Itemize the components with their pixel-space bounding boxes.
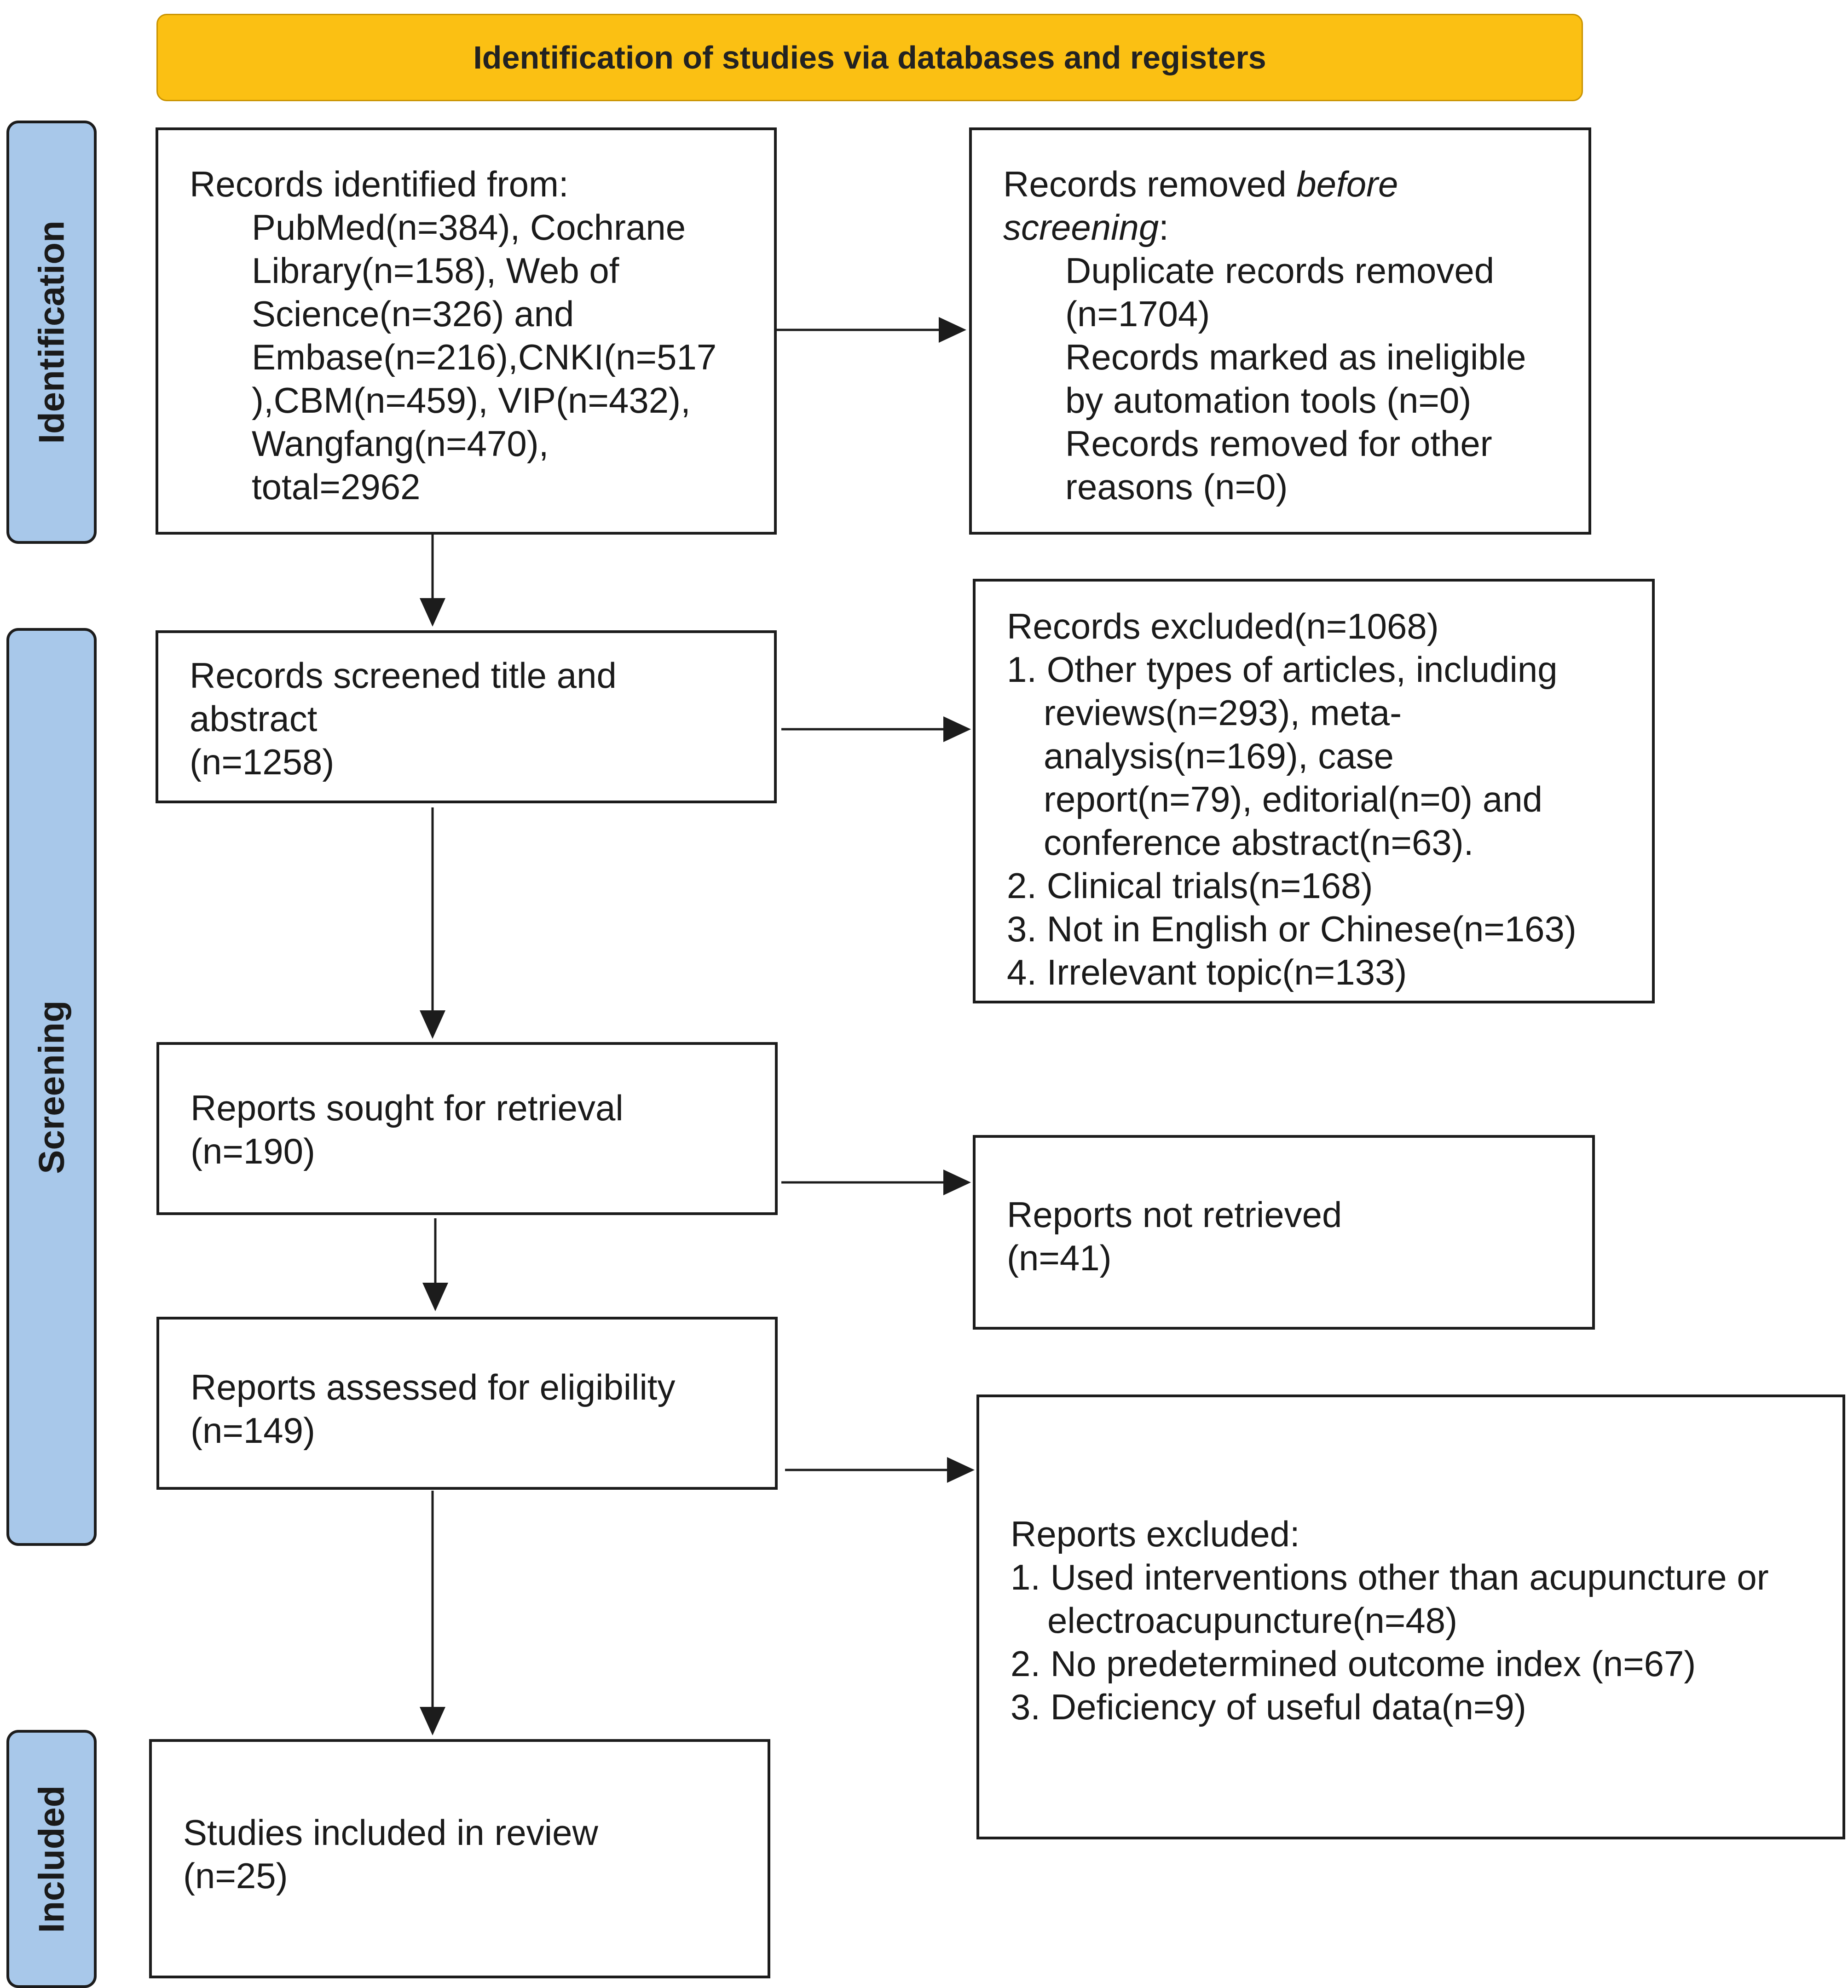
records-removed-line: reasons (n=0) [1065,467,1288,507]
reports-excluded-item-1: 1. Used interventions other than acupunc… [1011,1556,1824,1642]
phase-screening: Screening [6,628,97,1546]
item-text: report(n=79), editorial(n=0) and [1044,779,1542,819]
item-text: Irrelevant topic(n=133) [1046,952,1407,992]
records-identified-line: ),CBM(n=459), VIP(n=432), [252,380,691,421]
reports-assessed-box: Reports assessed for eligibility (n=149) [156,1317,778,1490]
excluded-item-1: 1. Other types of articles, including re… [1007,648,1634,864]
reports-excluded-item-2: 2. No predetermined outcome index (n=67) [1011,1642,1824,1685]
item-text: Clinical trials(n=168) [1046,865,1373,906]
records-identified-line: PubMed(n=384), Cochrane [252,207,686,248]
heading-colon: : [1159,207,1169,248]
records-excluded-heading: Records excluded(n=1068) [1007,606,1439,646]
records-excluded-box: Records excluded(n=1068) 1. Other types … [973,579,1655,1003]
item-text: Other types of articles, including [1046,649,1558,690]
banner-title: Identification of studies via databases … [473,40,1266,75]
reports-excluded-box: Reports excluded: 1. Used interventions … [976,1394,1845,1839]
records-removed-line: Records removed for other [1065,423,1492,464]
records-removed-line: Duplicate records removed [1065,250,1495,291]
records-removed-line: Records marked as ineligible [1065,337,1526,377]
item-number: 2. [1011,1643,1041,1684]
item-number: 3. [1011,1687,1041,1727]
reports-not-retrieved-line: Reports not retrieved [1007,1194,1342,1235]
reports-excluded-item-3: 3. Deficiency of useful data(n=9) [1011,1685,1824,1729]
records-identified-line: Science(n=326) and [252,294,574,334]
item-text: Used interventions other than acupunctur… [1050,1557,1769,1597]
records-removed-line: by automation tools (n=0) [1065,380,1472,421]
reports-sought-box: Reports sought for retrieval (n=190) [156,1042,778,1215]
item-text: conference abstract(n=63). [1044,822,1474,863]
records-removed-line: (n=1704) [1065,294,1210,334]
item-text: Deficiency of useful data(n=9) [1050,1687,1526,1727]
reports-sought-line: (n=190) [191,1131,316,1171]
studies-included-line: (n=25) [183,1855,288,1896]
phase-identification: Identification [6,121,97,544]
reports-excluded-heading: Reports excluded: [1011,1514,1300,1554]
item-number: 4. [1007,952,1037,992]
phase-included: Included [6,1730,97,1988]
reports-not-retrieved-line: (n=41) [1007,1238,1112,1278]
reports-assessed-line: Reports assessed for eligibility [191,1367,676,1407]
arrowhead-right-icon [939,317,966,343]
arrowhead-down-icon [422,1283,448,1311]
reports-sought-line: Reports sought for retrieval [191,1088,624,1128]
records-identified-line: Wangfang(n=470), [252,423,549,464]
item-number: 1. [1007,649,1037,690]
arrowhead-down-icon [420,1707,445,1735]
heading-italic: before [1296,164,1398,204]
heading-plain: Records removed [1003,164,1297,204]
excluded-item-4: 4. Irrelevant topic(n=133) [1007,951,1634,994]
records-identified-line: total=2962 [252,467,421,507]
arrowhead-down-icon [420,598,445,627]
arrowhead-down-icon [420,1010,445,1039]
records-identified-line: Library(n=158), Web of [252,250,619,291]
identification-banner: Identification of studies via databases … [156,14,1583,101]
arrowhead-right-icon [943,716,971,742]
item-number: 3. [1007,909,1037,949]
item-text: Not in English or Chinese(n=163) [1046,909,1577,949]
excluded-item-2: 2. Clinical trials(n=168) [1007,864,1634,907]
item-number: 1. [1011,1557,1041,1597]
records-screened-line: abstract [190,698,318,739]
records-removed-heading: Records removed before [1003,162,1588,206]
records-screened-box: Records screened title and abstract (n=1… [156,630,777,803]
heading-italic: screening [1003,207,1159,248]
arrowhead-right-icon [947,1457,975,1483]
item-text: No predetermined outcome index (n=67) [1050,1643,1696,1684]
reports-assessed-line: (n=149) [191,1410,316,1451]
records-identified-line: Embase(n=216),CNKI(n=517 [252,337,717,377]
studies-included-line: Studies included in review [183,1812,598,1853]
records-screened-line: (n=1258) [190,742,335,782]
records-removed-heading-2: screening: [1003,206,1588,249]
reports-not-retrieved-box: Reports not retrieved (n=41) [973,1135,1595,1330]
item-text: analysis(n=169), case [1044,736,1394,776]
records-identified-box: Records identified from: PubMed(n=384), … [156,127,777,535]
studies-included-box: Studies included in review (n=25) [149,1739,770,1978]
item-text: reviews(n=293), meta- [1044,692,1402,733]
item-text: electroacupuncture(n=48) [1047,1600,1458,1641]
item-number: 2. [1007,865,1037,906]
records-removed-box: Records removed before screening: Duplic… [969,127,1591,535]
records-screened-line: Records screened title and [190,655,617,696]
records-identified-heading: Records identified from: [190,164,569,204]
arrowhead-right-icon [943,1170,971,1195]
excluded-item-3: 3. Not in English or Chinese(n=163) [1007,907,1634,951]
